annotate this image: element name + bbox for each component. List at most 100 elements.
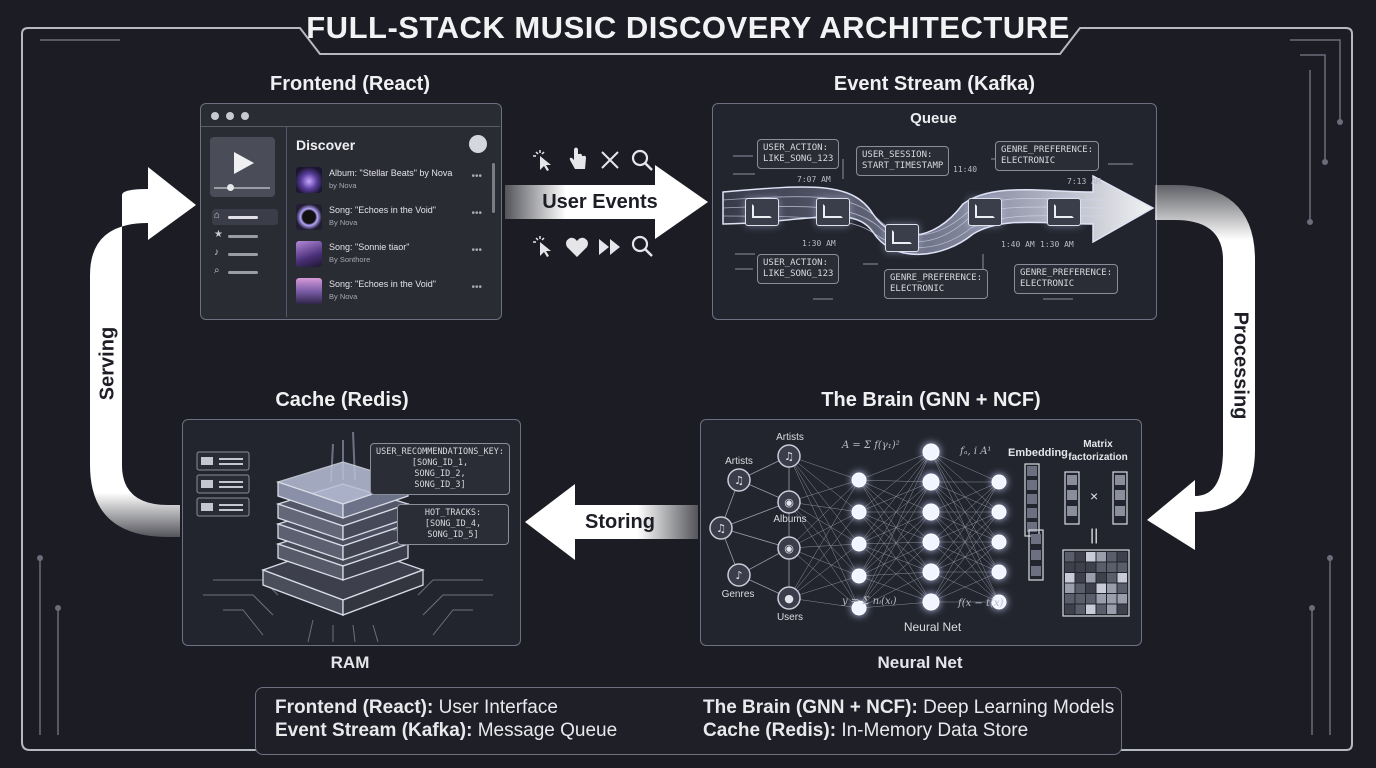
sidebar-item-home[interactable]: ⌂	[212, 209, 278, 225]
progress-knob[interactable]	[227, 184, 234, 191]
event-time: 1:30 AM	[802, 239, 836, 248]
brain-diagram: ♫♫♪♫◉◉●	[709, 443, 1130, 617]
neuron-node	[922, 593, 940, 611]
svg-text:◉: ◉	[784, 496, 794, 509]
song-artist: by Nova	[329, 181, 357, 190]
song-artist: By Sonthore	[329, 255, 371, 264]
brain-title: The Brain (GNN + NCF)	[821, 389, 1041, 411]
matrix-cell	[1065, 552, 1075, 562]
matrix-cell	[1075, 573, 1085, 583]
graph-label-artists-top: Artists	[776, 432, 804, 443]
formula: f(x − t(x)	[958, 598, 1004, 609]
matrix-cell	[1096, 573, 1106, 583]
legend-name: Event Stream (Kafka):	[275, 720, 473, 741]
song-row[interactable]: Album: "Stellar Beats" by Nova by Nova •…	[296, 167, 486, 195]
legend-desc: Message Queue	[477, 720, 618, 741]
legend-item: Event Stream (Kafka): Message Queue	[275, 720, 617, 742]
event-tag: GENRE_PREFERENCE: ELECTRONIC	[884, 269, 989, 299]
frontend-title: Frontend (React)	[270, 73, 430, 95]
neuron-node	[922, 563, 940, 581]
multiply-sign: ×	[1090, 488, 1099, 504]
user-events-label: User Events	[542, 191, 658, 213]
formula: A = Σ f(γ₁)²	[842, 440, 900, 451]
formula: fₐ, i A¹	[960, 446, 992, 457]
star-icon: ★	[214, 229, 223, 240]
serving-arrow	[90, 167, 196, 537]
svg-text:♫: ♫	[784, 450, 794, 463]
storing-arrow	[525, 484, 698, 560]
sidebar-item-music[interactable]: ♪	[212, 246, 278, 262]
song-row[interactable]: Song: "Sonnie tiaor" By Sonthore •••	[296, 241, 486, 269]
song-row[interactable]: Song: "Echoes in the Void" By Nova •••	[296, 204, 486, 232]
home-icon: ⌂	[214, 210, 221, 221]
neuron-node	[851, 504, 867, 520]
neuron-node	[851, 536, 867, 552]
user-avatar-icon[interactable]	[469, 135, 487, 153]
song-row[interactable]: Song: "Echoes in the Void" By Nova •••	[296, 278, 486, 306]
song-title: Album: "Stellar Beats" by Nova	[329, 168, 453, 178]
envelope-icon	[1047, 198, 1081, 226]
more-options-icon[interactable]: •••	[471, 171, 482, 182]
matrix-cell	[1117, 594, 1127, 604]
queue-label: Queue	[910, 110, 957, 127]
window-dot	[241, 112, 249, 120]
album-art	[296, 167, 322, 193]
sidebar-item-favorites[interactable]: ★	[212, 228, 278, 244]
matrix-factorization-label: Matrix factorization	[1068, 439, 1128, 463]
event-time: 1:40 AM	[1001, 240, 1035, 249]
equals-sign: ||	[1090, 527, 1099, 544]
svg-text:♫: ♫	[734, 474, 744, 487]
cursor-click-icon	[533, 236, 551, 257]
scrollbar[interactable]	[492, 163, 495, 213]
cursor-click-icon	[533, 150, 551, 171]
legend-name: The Brain (GNN + NCF):	[703, 697, 918, 718]
matrix-cell	[1096, 594, 1106, 604]
more-options-icon[interactable]: •••	[471, 208, 482, 219]
matrix-cell	[1086, 552, 1096, 562]
matrix-cell	[1117, 562, 1127, 572]
sidebar-item-bar	[228, 216, 258, 219]
search-icon	[631, 235, 653, 257]
play-icon[interactable]	[230, 150, 256, 176]
envelope-icon	[816, 198, 850, 226]
neural-net-inner-label: Neural Net	[903, 620, 962, 634]
matrix-cell	[1075, 604, 1085, 614]
search-icon	[631, 149, 653, 171]
processing-arrow	[1147, 185, 1255, 550]
neuron-node	[991, 594, 1007, 610]
formula: y = Σ nᵢ(xᵢ)	[842, 596, 897, 607]
search-icon: ⌕	[214, 265, 220, 276]
page-title: FULL-STACK MUSIC DISCOVERY ARCHITECTURE	[306, 10, 1070, 45]
matrix-cell	[1065, 604, 1075, 614]
matrix-cell	[1117, 573, 1127, 583]
more-options-icon[interactable]: •••	[471, 282, 482, 293]
event-tag: USER_SESSION: START_TIMESTAMP	[856, 146, 950, 176]
matrix-cell	[1096, 562, 1106, 572]
graph-label-albums: Albums	[773, 514, 807, 525]
legend-name: Frontend (React):	[275, 697, 434, 718]
matrix-cell	[1117, 604, 1127, 614]
more-options-icon[interactable]: •••	[471, 245, 482, 256]
matrix-cell	[1065, 573, 1075, 583]
matrix-cell	[1086, 573, 1096, 583]
sidebar-item-bar	[228, 235, 258, 238]
neuron-node	[922, 473, 940, 491]
event-tag: GENRE_PREFERENCE: ELECTRONIC	[1014, 264, 1119, 294]
cache-sublabel: RAM	[330, 653, 370, 672]
matrix-cell	[1086, 594, 1096, 604]
matrix-cell	[1107, 552, 1117, 562]
progress-bar[interactable]	[214, 187, 270, 189]
cache-key-recommendations: USER_RECOMMENDATIONS_KEY: [SONG_ID_1, SO…	[370, 443, 510, 495]
neuron-node	[851, 472, 867, 488]
sidebar-item-search[interactable]: ⌕	[212, 264, 278, 280]
redis-server-stack	[196, 431, 493, 643]
music-note-icon: ♪	[214, 247, 219, 258]
album-art	[296, 278, 322, 304]
matrix-cell	[1107, 562, 1117, 572]
event-tag: USER_ACTION: LIKE_SONG_123	[757, 139, 840, 169]
serving-label: Serving	[96, 326, 119, 401]
album-art	[296, 241, 322, 267]
matrix-cell	[1075, 594, 1085, 604]
embedding-label: Embedding	[1008, 447, 1068, 459]
